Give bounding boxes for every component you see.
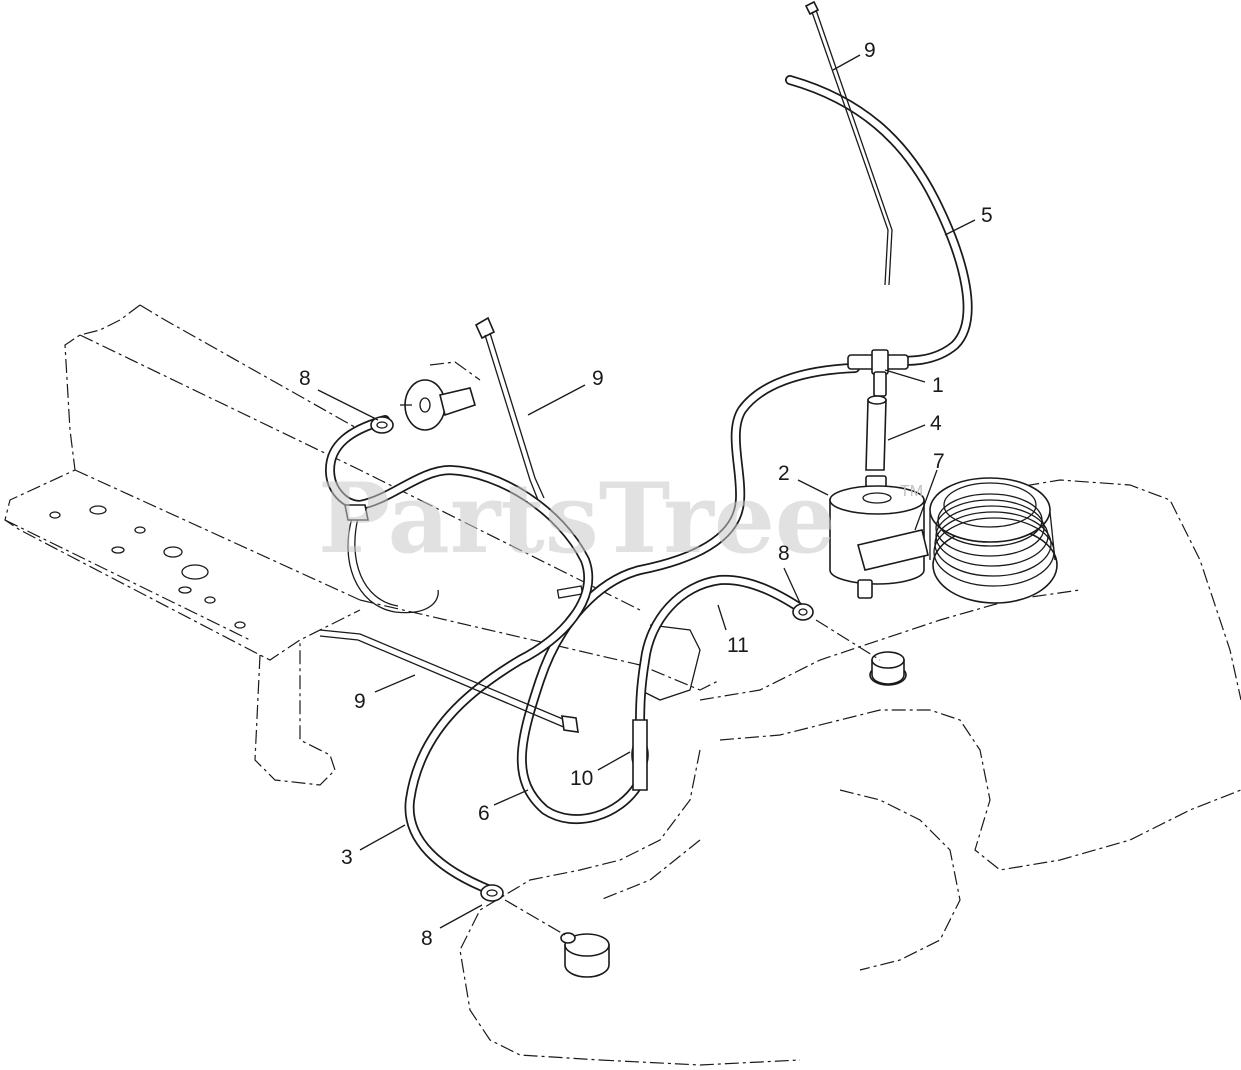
frame-holes bbox=[49, 505, 246, 629]
shutoff-valve bbox=[400, 379, 476, 431]
callout-clamp-top-left: 8 bbox=[299, 367, 311, 390]
callout-fuel-filter: 2 bbox=[778, 462, 790, 485]
filter-label bbox=[857, 529, 929, 571]
callouts: 9 5 1 4 2 7 9 8 8 11 9 10 6 3 8 bbox=[299, 39, 993, 950]
tank-filler-neck bbox=[929, 477, 1058, 604]
callout-filter-label: 7 bbox=[933, 450, 945, 473]
callout-hose-right-tank: 11 bbox=[727, 634, 749, 657]
hose-right-tank bbox=[635, 574, 805, 735]
cable-tie-top-right bbox=[804, 0, 893, 286]
grommet bbox=[631, 719, 649, 791]
callout-hose-center: 6 bbox=[478, 802, 490, 825]
cable-tie-clip bbox=[344, 504, 369, 521]
callout-clamp-right: 8 bbox=[778, 542, 790, 565]
callout-grommet: 10 bbox=[570, 767, 593, 790]
leader-lines bbox=[317, 54, 976, 929]
callout-hose-left-tank: 3 bbox=[341, 846, 353, 869]
watermark-trademark: TM bbox=[900, 483, 923, 500]
clamp-right bbox=[792, 603, 814, 621]
hose-to-engine bbox=[785, 75, 973, 366]
hose-filter-to-tee bbox=[865, 395, 887, 471]
clamp-top-left bbox=[370, 416, 394, 434]
tank-fitting-left bbox=[560, 932, 610, 978]
tank-fitting-right bbox=[869, 651, 907, 686]
callout-hose-filter-to-tee: 4 bbox=[930, 412, 942, 435]
watermark: PartsTree bbox=[318, 462, 836, 575]
cable-tie-center bbox=[474, 316, 545, 501]
callout-cable-tie-lower-left: 9 bbox=[354, 690, 366, 713]
callout-cable-tie-center: 9 bbox=[592, 367, 604, 390]
cable-tie-lower-left bbox=[319, 629, 579, 733]
hose-center bbox=[516, 363, 860, 824]
callout-hose-to-engine: 5 bbox=[981, 204, 993, 227]
cable-tie-loop bbox=[347, 517, 439, 614]
callout-tee-fitting: 1 bbox=[932, 374, 944, 397]
hose-left-tank bbox=[325, 415, 594, 895]
callout-clamp-bottom: 8 bbox=[421, 927, 433, 950]
clamp-bottom bbox=[480, 884, 504, 902]
callout-cable-tie-top-right: 9 bbox=[864, 39, 876, 62]
frame-phantom-outline bbox=[4, 304, 721, 786]
tee-fitting bbox=[847, 349, 909, 397]
